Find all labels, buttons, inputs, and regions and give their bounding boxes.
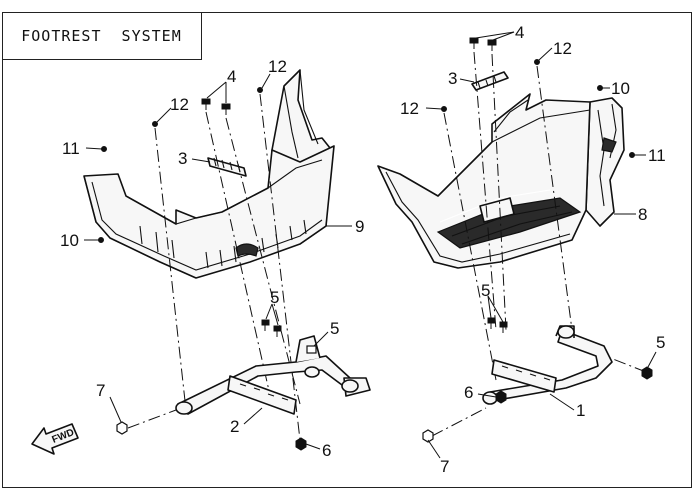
right-screw-12-left-icon [441,106,447,112]
right-bolt-5a-icon [487,317,496,329]
callout-left-2: 2 [230,417,239,436]
left-bolt-5b-icon [273,325,282,337]
callout-right-7: 7 [440,457,449,476]
left-hardware [98,87,263,243]
callout-right-12-left: 12 [400,99,419,118]
diagram-title: FOOTREST SYSTEM [2,12,202,60]
right-footrest-panel [377,93,625,269]
callout-right-11: 11 [648,146,666,165]
right-bolt-4b-icon [487,39,497,51]
right-screw-12-top-icon [534,59,540,65]
right-screw-10-icon [597,85,603,91]
callout-left-10: 10 [60,231,79,250]
callout-right-5-right: 5 [656,333,665,352]
callout-left-5-upper: 5 [270,288,279,307]
right-bolt-5b-icon [499,321,508,333]
diagram-frame [2,12,692,488]
left-bolt-5c-icon [306,345,317,354]
left-nut-7-icon [116,421,128,435]
right-nut-6-icon [495,390,507,404]
right-bolt-4a-icon [469,37,479,49]
left-screw-12-top-icon [257,87,263,93]
callout-right-4: 4 [515,23,524,42]
left-screw-11-icon [101,146,107,152]
callout-left-5-right: 5 [330,319,339,338]
left-assembly-lines [127,93,301,441]
callout-left-3: 3 [178,149,187,168]
callout-leaders [84,31,657,459]
callout-right-3: 3 [448,69,457,88]
callout-right-10: 10 [611,79,630,98]
left-bolt-4b-icon [221,103,231,115]
callout-right-1: 1 [576,401,585,420]
right-frame-hardware [422,317,653,443]
left-screw-10-icon [98,237,104,243]
callout-left-7: 7 [96,381,105,400]
callout-numbers: 4 12 12 11 3 10 9 5 5 7 2 6 4 12 3 12 10… [60,23,666,476]
callout-left-12-mid: 12 [170,95,189,114]
callout-left-4: 4 [227,67,236,86]
left-screw-12-mid-icon [152,121,158,127]
callout-right-5-left: 5 [481,281,490,300]
left-frame-hardware [116,319,317,451]
right-screw-11-icon [629,152,635,158]
left-footrest-panel [83,69,335,279]
left-nut-6-icon [295,437,307,451]
left-bolt-5a-icon [261,319,270,331]
left-bracket-part-3 [207,157,247,177]
callout-left-11: 11 [62,139,80,158]
right-nut-7-icon [422,429,434,443]
left-bolt-4a-icon [201,98,211,110]
callout-right-6: 6 [464,383,473,402]
callout-left-9: 9 [355,217,364,236]
right-bracket-part-3 [471,71,509,91]
callout-left-6: 6 [322,441,331,460]
right-nut-5c-icon [641,366,653,380]
callout-left-12-top: 12 [268,57,287,76]
left-frame-part-2 [175,335,371,415]
callout-right-12-top: 12 [553,39,572,58]
right-assembly-lines [431,51,647,437]
forward-arrow-icon: FWD [31,423,79,455]
callout-right-8: 8 [638,205,647,224]
